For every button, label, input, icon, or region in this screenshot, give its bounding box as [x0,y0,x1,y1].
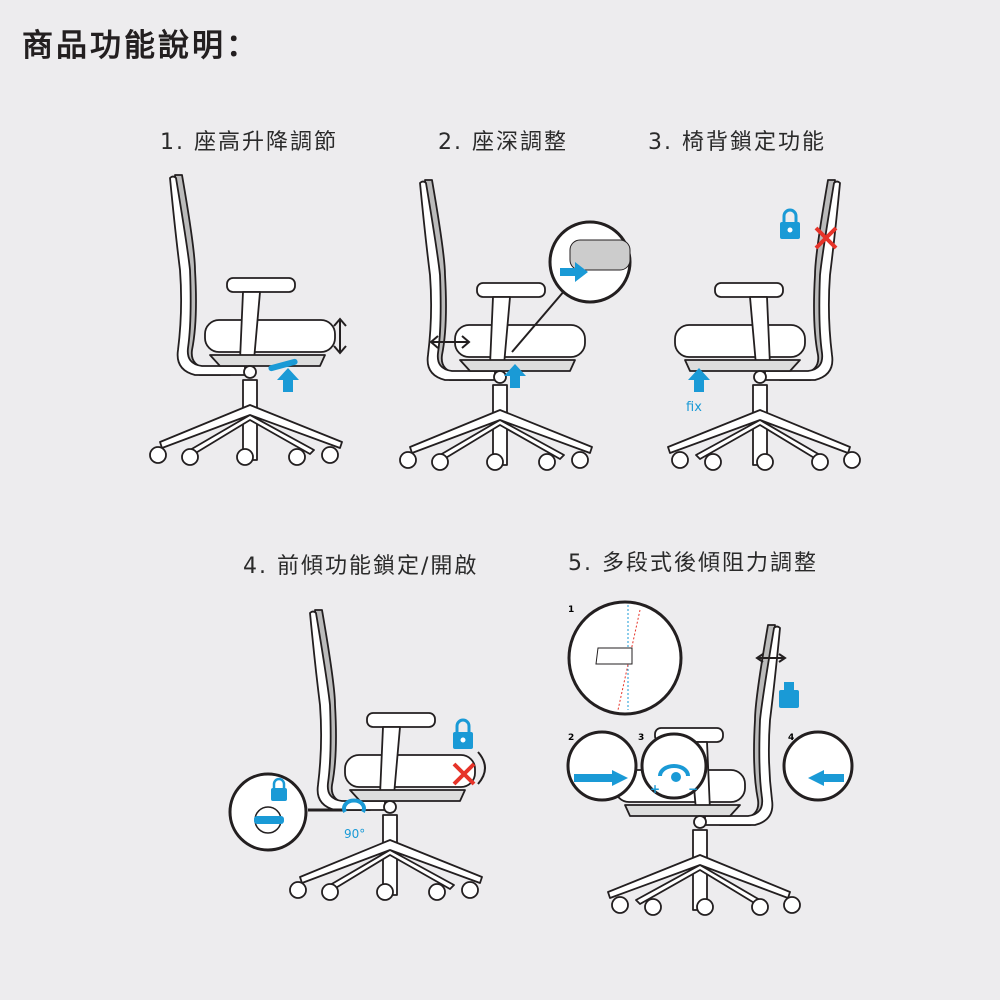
rotate-icon [342,798,366,814]
plus-label: + [650,782,660,796]
detail-circle-4 [782,730,854,802]
fix-label: fix [686,400,702,415]
lock-icon [271,777,287,801]
lock-icon [780,208,800,239]
step-number: 4 [788,733,794,743]
step-number: 2 [568,733,574,743]
forward-tilt-lever [254,816,284,824]
step-number: 1 [568,605,574,615]
step-number: 3 [638,733,644,743]
blue-left-arrow-icon [808,770,844,786]
feature-1-heading: 1. 座高升降調節 [160,130,338,155]
weight-icon [779,682,799,708]
feature-3-heading: 3. 椅背鎖定功能 [648,130,826,155]
minus-label: − [688,782,698,796]
chair-illustration-4 [289,609,483,901]
blue-up-arrow-icon [688,368,710,392]
chair-illustration-1 [149,174,343,466]
lock-icon [453,718,473,749]
rotation-label: 90° [344,827,365,841]
page-title: 商品功能說明： [22,28,260,64]
height-lever [268,358,298,372]
up-down-arrow-icon [333,317,347,355]
feature-2-heading: 2. 座深調整 [438,130,568,155]
tilt-arrow-icon [477,751,486,785]
chair-illustration-3 [667,179,861,471]
left-right-arrow-icon [755,653,787,663]
detail-circle [228,772,308,852]
rotate-icon [658,764,690,777]
blue-up-arrow-icon [504,364,526,388]
chair-illustration-2 [399,179,593,471]
blue-right-arrow-icon [574,770,628,786]
blue-right-arrow-icon [560,262,588,282]
detail-circle-2 [566,730,638,802]
left-right-arrow-icon [429,335,471,349]
cross-icon [814,226,838,250]
blue-up-arrow-icon [277,368,299,392]
feature-4-heading: 4. 前傾功能鎖定/開啟 [243,554,479,579]
cross-icon [452,762,476,786]
feature-5-heading: 5. 多段式後傾阻力調整 [568,551,818,576]
